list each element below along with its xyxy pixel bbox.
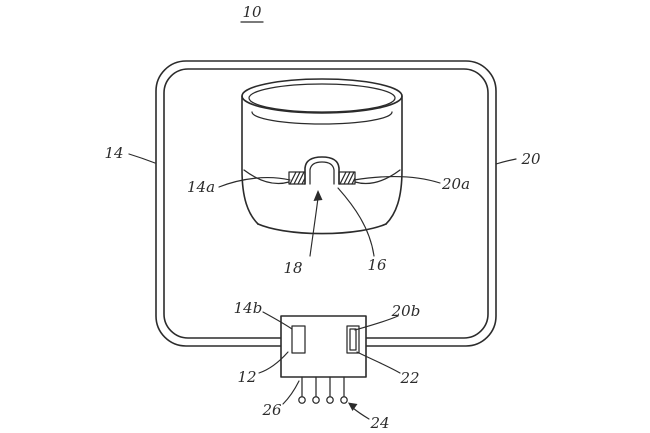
ref-label-26: 26 (261, 401, 282, 419)
leader-22 (356, 351, 401, 374)
connector-pins (298, 376, 348, 404)
ref-label-10: 10 (242, 3, 262, 21)
ref-label-24: 24 (369, 414, 389, 432)
leader-26 (282, 380, 300, 405)
leader-14a (218, 177, 291, 188)
leader-arrow-24 (352, 407, 370, 420)
leader-14b (262, 311, 293, 330)
cup-floor-line-left (243, 169, 290, 185)
cup-floor-line-right (354, 169, 401, 185)
ref-label-20a: 20a (441, 175, 470, 193)
cup-rim-inner (248, 83, 396, 113)
pin-tip-4 (340, 396, 348, 404)
connector-slot-left (291, 325, 306, 354)
connector-slot-right-inner (349, 328, 357, 351)
ref-label-12: 12 (237, 368, 256, 386)
dome-outline-outer (304, 156, 340, 185)
cup-inner-surface-line (251, 111, 393, 125)
cup-wall-right (385, 95, 403, 225)
ref-label-22: 22 (399, 369, 419, 387)
leader-arrow-18 (309, 197, 319, 257)
arrowhead-18 (313, 190, 323, 201)
ref-label-16: 16 (367, 256, 387, 274)
ref-label-20: 20 (520, 150, 541, 168)
leader-20a (353, 176, 441, 184)
ref-label-20b: 20b (391, 302, 421, 320)
pin-tip-1 (298, 396, 306, 404)
dome-outline-inner (309, 161, 335, 185)
leader-20b (354, 315, 399, 331)
leader-14 (128, 153, 156, 164)
leader-12 (258, 351, 289, 374)
figure-labels: 10 14 20 14a 20a 18 16 14b 20b 12 22 26 … (104, 3, 541, 432)
ref-label-18: 18 (283, 259, 302, 277)
arrowhead-24 (348, 402, 358, 411)
ref-label-14: 14 (104, 144, 123, 162)
leader-16 (337, 187, 375, 257)
figure-drawing (128, 21, 517, 420)
flange-right-hatching (339, 171, 356, 185)
cup-bottom-arc (257, 223, 387, 235)
leader-20 (495, 158, 517, 165)
pin-tip-3 (326, 396, 334, 404)
ref-label-14a: 14a (187, 178, 215, 196)
cup-wall-left (241, 95, 259, 225)
connector-slot-right (346, 325, 360, 354)
ref-label-14b: 14b (234, 299, 263, 317)
pin-tip-2 (312, 396, 320, 404)
flange-left-hatching (289, 171, 306, 185)
connector-body (280, 315, 367, 378)
